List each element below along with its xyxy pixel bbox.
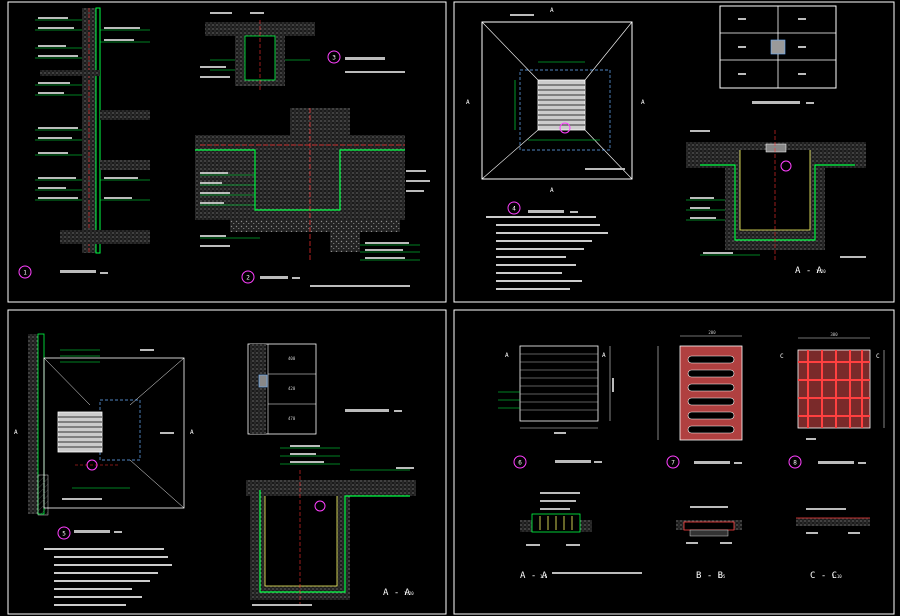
detail-number-7: 7 bbox=[671, 460, 675, 467]
dashed-pit-boundary bbox=[519, 69, 611, 151]
detail-number-3: 3 bbox=[332, 55, 336, 62]
drain-pipe-icon bbox=[559, 122, 571, 134]
floor-slab bbox=[60, 230, 150, 244]
sheet-frames bbox=[7, 1, 895, 615]
section-title-a-a-small: A - A bbox=[520, 571, 548, 581]
slab-3 bbox=[100, 160, 150, 170]
detail-number-4: 4 bbox=[512, 206, 516, 213]
key-plan-highlight bbox=[770, 39, 786, 55]
detail-6-grating: A A 6 bbox=[498, 345, 614, 469]
leader-lines bbox=[35, 19, 150, 201]
text-strokes bbox=[38, 17, 140, 274]
detail-2-section: 2 bbox=[195, 108, 430, 287]
frame-bottom-right bbox=[453, 309, 895, 615]
foundation bbox=[230, 220, 400, 232]
callout-bubble-icon bbox=[57, 526, 71, 540]
plan-outline bbox=[43, 357, 185, 509]
key-table bbox=[247, 343, 317, 435]
callout-bubble-icon bbox=[241, 270, 255, 284]
slab-1 bbox=[40, 70, 100, 76]
frame-top-right bbox=[453, 1, 895, 303]
dim-300: 300 bbox=[830, 332, 838, 337]
section-title-c-c: C - C bbox=[810, 571, 837, 581]
section-marker-a-bottom: A bbox=[550, 187, 554, 194]
detail-7-slotted-grating: 200 7 bbox=[657, 330, 743, 469]
section-title-a-a-top: A - A bbox=[795, 266, 823, 276]
callout-bubble-icon bbox=[507, 201, 521, 215]
section-title-b-b: B - B bbox=[696, 571, 723, 581]
callout-bubble-icon bbox=[513, 455, 527, 469]
frame-bottom-left bbox=[7, 309, 447, 615]
section-marker-c-left: C bbox=[780, 353, 784, 360]
key-plan bbox=[719, 5, 837, 104]
waterproof-line bbox=[195, 149, 405, 211]
section-marker-a5-left: A bbox=[14, 429, 18, 436]
section-marker-a6-left: A bbox=[505, 352, 509, 359]
detail-number-6: 6 bbox=[518, 460, 522, 467]
slope-lines bbox=[481, 21, 633, 180]
section-a-a-bottom: 400 420 470 A - A 1:20 bbox=[246, 343, 416, 608]
sump bbox=[330, 228, 360, 252]
section-marker-a6-right: A bbox=[602, 352, 606, 359]
section-marker-a5-right: A bbox=[190, 429, 194, 436]
table-cell-3: 470 bbox=[288, 416, 296, 421]
section-scale-c-c: 1:10 bbox=[832, 574, 842, 579]
section-scale-a-a-small: 1:5 bbox=[540, 574, 548, 579]
section-a-a-small: A - A 1:5 bbox=[520, 492, 642, 581]
section-scale-b-b: 1:5 bbox=[718, 574, 726, 579]
section-c-c: C - C 1:10 bbox=[796, 508, 870, 581]
dim-200: 200 bbox=[708, 330, 716, 335]
section-marker-a-left: A bbox=[466, 99, 470, 106]
waterproof-layer bbox=[95, 7, 101, 254]
detail-3-slab-detail: 3 bbox=[200, 12, 405, 90]
wall-left bbox=[28, 334, 38, 514]
base-mass bbox=[195, 135, 405, 220]
callout-bubble-icon bbox=[788, 455, 802, 469]
grating-icon bbox=[519, 345, 599, 422]
detail-number-5: 5 bbox=[62, 531, 66, 538]
detail-5-plan: A A 5 bbox=[14, 333, 194, 606]
section-a-a-top: A - A 1:20 bbox=[686, 130, 866, 276]
section-marker-a-top: A bbox=[550, 7, 554, 14]
detail-8-grid-grating: 300 C C 8 bbox=[780, 332, 885, 469]
detail-number-2: 2 bbox=[246, 275, 250, 282]
notes-block bbox=[486, 216, 608, 290]
section-title-a-a-bottom: A - A bbox=[383, 588, 411, 598]
detail-4-plan: A A A A 4 bbox=[466, 7, 645, 290]
section-marker-c-right: C bbox=[876, 353, 880, 360]
detail-number-1: 1 bbox=[23, 270, 27, 277]
callout-bubble-icon bbox=[327, 50, 341, 64]
slab-2 bbox=[100, 110, 150, 120]
detail-number-8: 8 bbox=[793, 460, 797, 467]
table-cell-1: 400 bbox=[288, 356, 296, 361]
plan-outline bbox=[481, 21, 633, 180]
detail-1-wall-section: 1 bbox=[18, 7, 150, 279]
notes-block-5 bbox=[44, 548, 172, 606]
upper-mass bbox=[290, 108, 350, 138]
table-cell-2: 420 bbox=[288, 386, 296, 391]
frame-top-left bbox=[7, 1, 447, 303]
section-scale-a-a-bottom: 1:20 bbox=[404, 591, 414, 596]
section-marker-a-right: A bbox=[641, 99, 645, 106]
section-b-b: B - B 1:5 bbox=[676, 506, 742, 581]
callout-bubble-icon bbox=[18, 265, 32, 279]
section-scale-a-a-top: 1:20 bbox=[816, 269, 826, 274]
callout-bubble-icon bbox=[666, 455, 680, 469]
